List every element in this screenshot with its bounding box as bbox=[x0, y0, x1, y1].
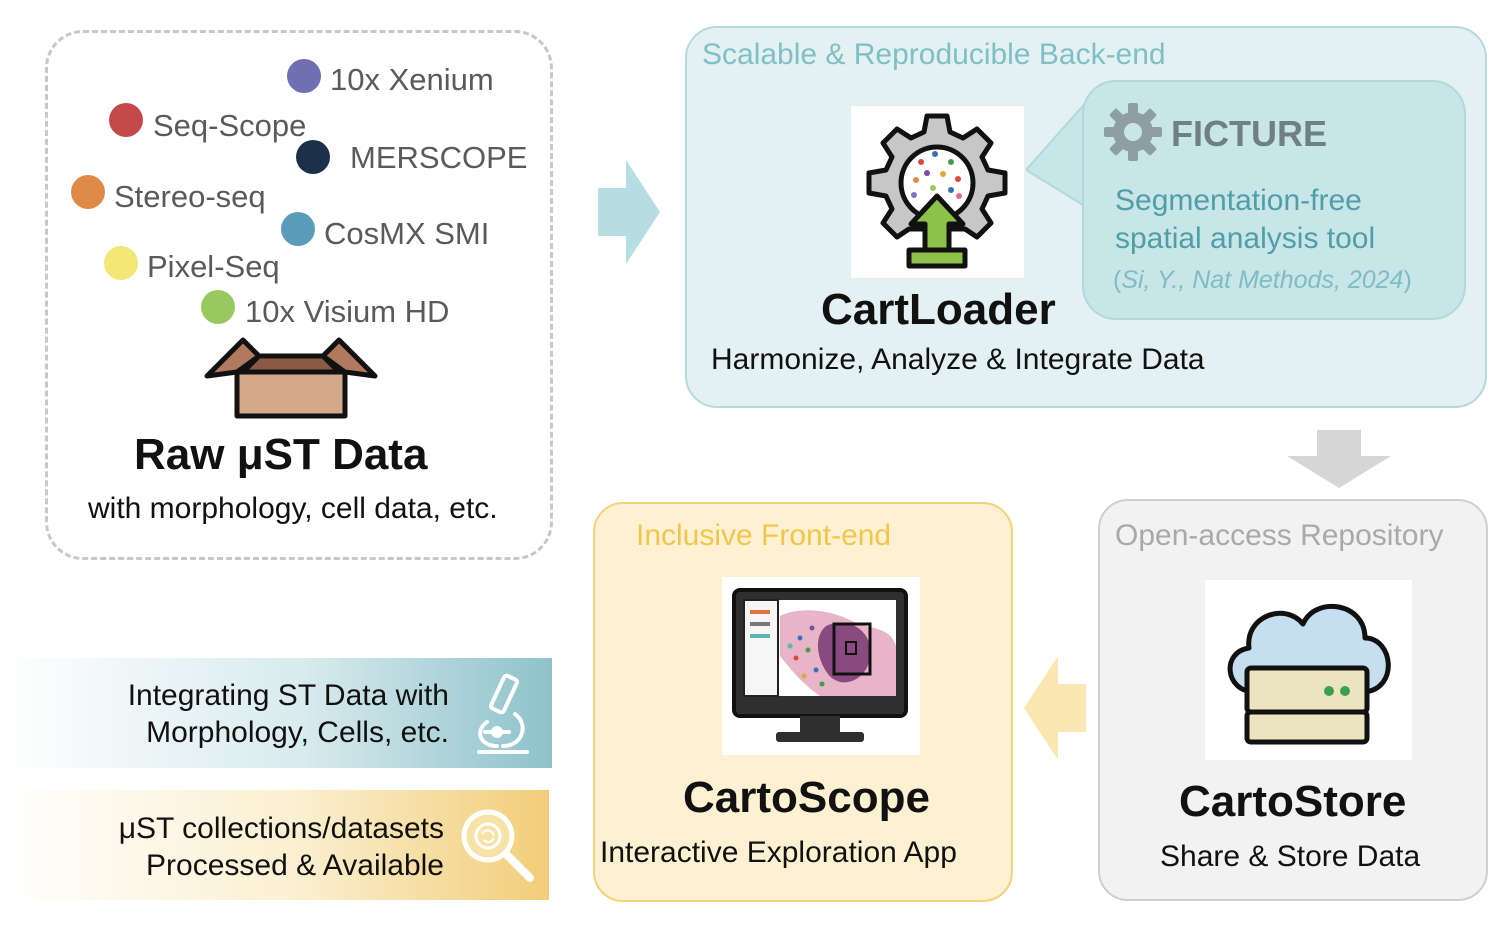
legend-integration-line1: Integrating ST Data with bbox=[127, 679, 449, 712]
arrow-right-icon bbox=[598, 160, 660, 264]
tech-label: Seq-Scope bbox=[153, 108, 307, 143]
tech-dot-cosmx bbox=[281, 212, 315, 246]
arrow-left-icon bbox=[1024, 656, 1086, 760]
cartloader-title: CartLoader bbox=[821, 285, 1056, 334]
gear-icon bbox=[1104, 103, 1162, 161]
legend-collections-line1: μST collections/datasets bbox=[118, 812, 444, 845]
tech-dot-xenium bbox=[287, 59, 321, 93]
gear-upload-icon bbox=[866, 113, 1008, 269]
legend-collections bbox=[0, 790, 549, 900]
cartostore-title: CartoStore bbox=[1179, 777, 1407, 826]
bubble-tail bbox=[1026, 100, 1089, 209]
raw-data-title: Raw μST Data bbox=[134, 430, 428, 479]
legend-integration-line2: Morphology, Cells, etc. bbox=[146, 716, 449, 749]
cartloader-desc: Harmonize, Analyze & Integrate Data bbox=[711, 343, 1205, 376]
ficture-desc-line1: Segmentation-free bbox=[1115, 184, 1362, 217]
frontend-label: Inclusive Front-end bbox=[636, 519, 892, 552]
cartostore-desc: Share & Store Data bbox=[1160, 840, 1421, 873]
citation-paren-open: ( bbox=[1113, 266, 1122, 294]
tech-label: 10x Visium HD bbox=[245, 294, 450, 329]
tech-dot-visiumhd bbox=[201, 290, 235, 324]
open-box-icon bbox=[204, 337, 378, 419]
tech-label: Stereo-seq bbox=[114, 179, 266, 214]
cartoscope-title: CartoScope bbox=[683, 773, 930, 822]
cartoscope-desc: Interactive Exploration App bbox=[600, 836, 957, 869]
ficture-desc-line2: spatial analysis tool bbox=[1115, 222, 1376, 255]
tech-dot-stereoseq bbox=[71, 175, 105, 209]
ficture-name: FICTURE bbox=[1171, 113, 1327, 154]
tech-label: CosMX SMI bbox=[324, 216, 490, 251]
tech-dot-merscope bbox=[296, 140, 330, 174]
legend-collections-line2: Processed & Available bbox=[146, 849, 444, 882]
arrow-down-icon bbox=[1287, 430, 1391, 488]
raw-data-panel bbox=[45, 30, 553, 560]
citation-text: Si, Y., Nat Methods, 2024 bbox=[1121, 266, 1404, 294]
tech-label: Pixel-Seq bbox=[147, 249, 280, 284]
ficture-citation: (Si, Y., Nat Methods, 2024) bbox=[1113, 266, 1412, 295]
repository-panel bbox=[1098, 499, 1488, 901]
legend-integration bbox=[0, 658, 552, 768]
repository-label: Open-access Repository bbox=[1115, 519, 1444, 552]
microscope-icon bbox=[477, 673, 529, 754]
raw-data-subtitle: with morphology, cell data, etc. bbox=[88, 492, 498, 525]
citation-paren-close: ) bbox=[1403, 266, 1412, 294]
backend-label: Scalable & Reproducible Back-end bbox=[702, 38, 1166, 71]
cloud-server-icon bbox=[1227, 604, 1391, 745]
magnifier-icon bbox=[461, 809, 534, 882]
tech-dot-pixelseq bbox=[104, 246, 138, 280]
monitor-icon bbox=[732, 588, 908, 742]
tech-dot-seqscope bbox=[109, 103, 143, 137]
tech-label: MERSCOPE bbox=[350, 140, 528, 175]
tech-label: 10x Xenium bbox=[330, 62, 494, 97]
legend-integration-text: Integrating ST Data with Morphology, Cel… bbox=[128, 677, 449, 751]
legend-collections-text: μST collections/datasets Processed & Ava… bbox=[119, 810, 444, 884]
